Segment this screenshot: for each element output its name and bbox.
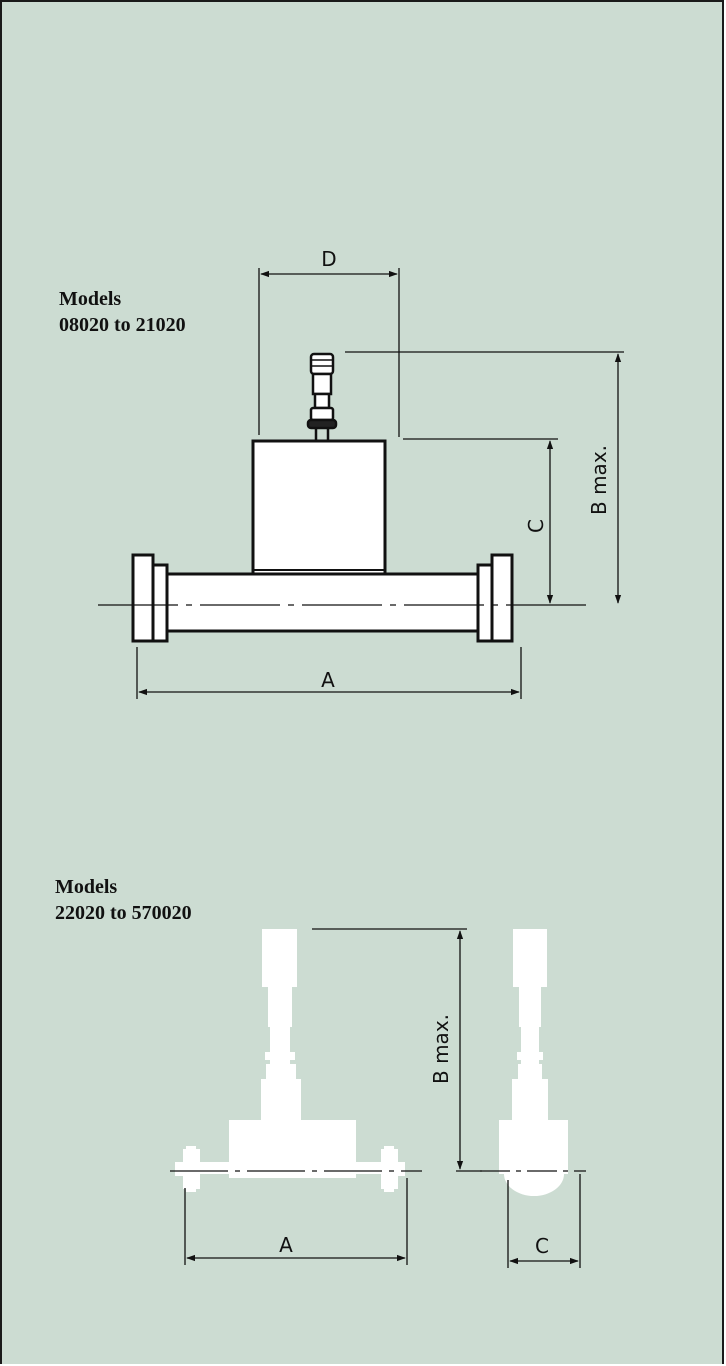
top-dimension-c-label: C <box>524 519 548 533</box>
bottom-side-view <box>480 929 586 1196</box>
bottom-dimension-a <box>184 1178 408 1265</box>
bottom-dimension-c <box>507 1174 581 1268</box>
top-flow-pipe <box>98 553 592 643</box>
bottom-models-heading: Models 22020 to 570020 <box>55 874 192 926</box>
top-dimension-a <box>136 647 522 699</box>
top-meter-drawing: D B max. C A <box>98 247 624 699</box>
bottom-dimension-c-label: C <box>535 1234 549 1258</box>
top-models-heading: Models 08020 to 21020 <box>59 286 186 338</box>
bottom-models-label: Models <box>55 876 118 898</box>
top-dimension-b <box>345 351 624 604</box>
bottom-dimension-b <box>312 928 482 1172</box>
top-dimension-c <box>403 438 558 604</box>
top-dimension-b-label: B max. <box>587 445 611 515</box>
bottom-models-range: 22020 to 570020 <box>55 902 192 924</box>
top-connector <box>306 352 338 442</box>
bottom-dimension-a-label: A <box>279 1233 293 1257</box>
bottom-dimension-b-label: B max. <box>429 1014 453 1084</box>
top-dimension-d-label: D <box>321 247 336 271</box>
top-dimension-a-label: A <box>321 668 335 692</box>
top-models-label: Models <box>59 288 122 310</box>
top-housing <box>251 439 387 584</box>
bottom-front-view <box>170 929 422 1192</box>
top-models-range: 08020 to 21020 <box>59 314 186 336</box>
